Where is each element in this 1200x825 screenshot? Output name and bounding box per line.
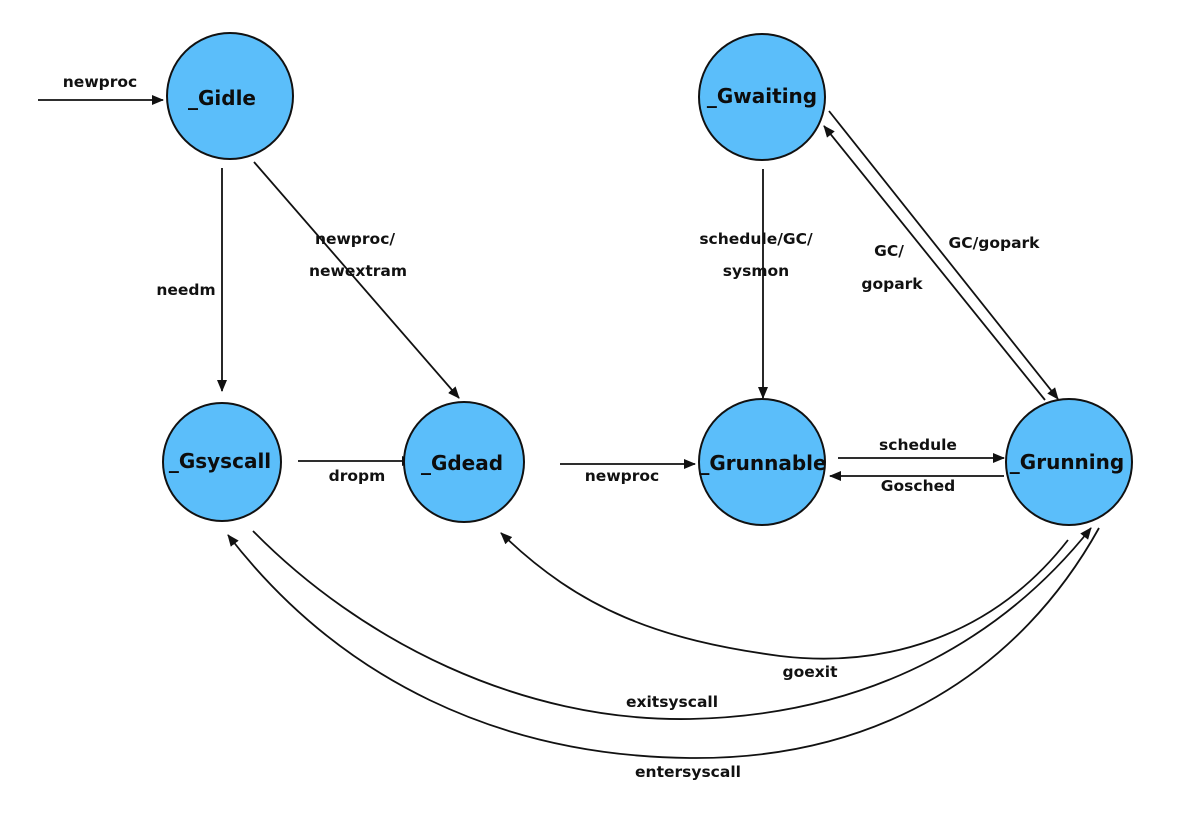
- state-node-grunnable: _Grunnable: [698, 398, 827, 526]
- edge-gwaiting-grunning: [828, 110, 1059, 400]
- state-label-gdead: _Gdead: [421, 451, 503, 475]
- state-node-gwaiting: _Gwaiting: [698, 33, 826, 161]
- state-node-gdead: _Gdead: [403, 401, 525, 523]
- edge-grunning-gwaiting: [823, 125, 1046, 401]
- edge-label-gdead-grunnable: newproc: [585, 467, 659, 485]
- state-node-gsyscall: _Gsyscall: [162, 402, 282, 522]
- state-node-gidle: _Gidle: [166, 32, 294, 160]
- state-label-gidle: _Gidle: [188, 86, 256, 110]
- edge-label-gidle-gdead-line2: newextram: [309, 262, 407, 280]
- edge-grunning-gdead: [500, 532, 1069, 660]
- edge-label-grunning-grunnable: Gosched: [881, 477, 955, 495]
- edge-label-grunning-gwaiting-line1: GC/: [874, 242, 904, 260]
- edge-label-gwaiting-grunning: GC/gopark: [948, 234, 1040, 252]
- edge-gidle-gdead: [253, 161, 460, 399]
- state-label-grunnable: _Grunnable: [699, 451, 826, 475]
- state-label-gsyscall: _Gsyscall: [169, 449, 271, 473]
- edge-label-gidle-gsyscall: needm: [156, 281, 215, 299]
- edge-label-grunning-gwaiting-line2: gopark: [861, 275, 923, 293]
- edge-label-grunning-gdead: goexit: [783, 663, 839, 681]
- edge-label-gwaiting-grunnable-line1: schedule/GC/: [699, 230, 813, 248]
- edge-label-grunning-gsyscall: entersyscall: [635, 763, 741, 781]
- edge-label-gwaiting-grunnable-line2: sysmon: [723, 262, 789, 280]
- edge-label-gsyscall-grunning: exitsyscall: [626, 693, 718, 711]
- state-label-gwaiting: _Gwaiting: [707, 84, 817, 108]
- state-node-grunning: _Grunning: [1005, 398, 1133, 526]
- edge-label-grunnable-grunning: schedule: [879, 436, 957, 454]
- edge-label-entry-gidle: newproc: [63, 73, 137, 91]
- edge-label-gsyscall-gdead: dropm: [329, 467, 386, 485]
- edge-grunning-gsyscall: [227, 527, 1100, 759]
- edge-label-gidle-gdead-line1: newproc/: [315, 230, 395, 248]
- edge-gsyscall-grunning: [252, 527, 1092, 720]
- state-label-grunning: _Grunning: [1010, 450, 1124, 474]
